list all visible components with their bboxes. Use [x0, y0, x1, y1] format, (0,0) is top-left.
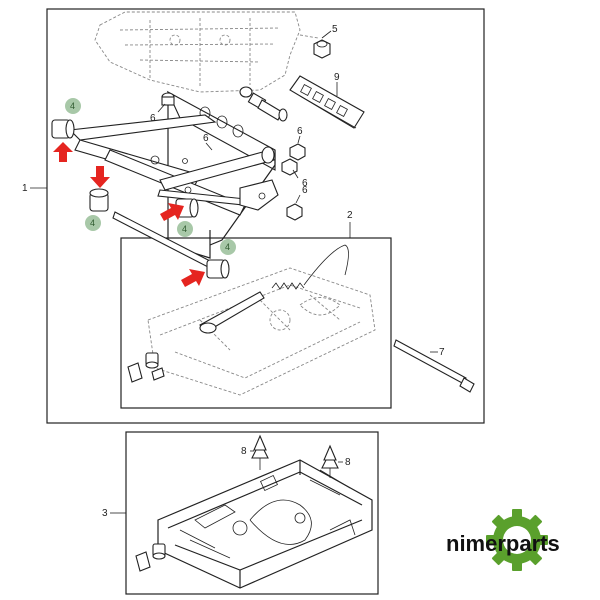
cone-bolt-part-8-b [321, 444, 339, 478]
control-strip-part-9 [289, 75, 365, 129]
callout-7: 7 [439, 347, 445, 358]
rod-part-7 [393, 339, 475, 393]
bolt-part-6-a [161, 92, 175, 106]
callout-6-e: 6 [302, 185, 308, 196]
badge-4-b: 4 [85, 215, 101, 231]
svg-text:4: 4 [182, 224, 187, 234]
callout-6-a: 6 [150, 113, 156, 124]
gear-logo-icon [486, 509, 548, 571]
small-bushing-set-lower [135, 543, 166, 572]
callout-6-b: 6 [203, 133, 209, 144]
scissor-frame-part-1 [68, 90, 279, 269]
inset-frame-part-2 [120, 237, 392, 409]
bolt-part-6-c [289, 143, 306, 161]
badge-4-c: 4 [177, 221, 193, 237]
nut-part-5 [313, 39, 331, 59]
bolt-part-6-e [286, 203, 303, 221]
brand-name: nimerparts [446, 531, 560, 556]
ghost-seat-top [94, 11, 319, 93]
svg-text:4: 4 [225, 242, 230, 252]
callout-8-a: 8 [241, 446, 247, 457]
badge-4-a: 4 [65, 98, 81, 114]
svg-text:4: 4 [70, 101, 75, 111]
callout-6-d: 6 [302, 178, 308, 189]
red-arrow-icon-right-b [181, 269, 205, 287]
lower-assembly-frame [125, 431, 379, 595]
roller-part-4-a [51, 119, 75, 139]
upper-assembly-frame [46, 8, 485, 424]
red-arrow-icon-down [90, 166, 110, 188]
roller-part-4-b [89, 188, 109, 212]
callout-6-c: 6 [297, 126, 303, 137]
callout-3: 3 [102, 508, 108, 519]
red-arrow-icon-up [53, 142, 73, 162]
callout-5: 5 [332, 24, 338, 35]
base-pan-part-3 [157, 459, 373, 589]
red-arrow-icon-right-a [160, 203, 184, 221]
cone-bolt-part-8-a [251, 434, 269, 470]
badge-4-d: 4 [220, 239, 236, 255]
svg-text:4: 4 [90, 218, 95, 228]
valve-sensor [239, 86, 288, 122]
base-pan-part-2 [147, 244, 376, 396]
callout-2: 2 [347, 210, 353, 221]
callout-9: 9 [334, 72, 340, 83]
small-bushing-set [127, 352, 165, 383]
callout-8-b: 8 [345, 457, 351, 468]
roller-part-4-d [206, 259, 230, 279]
callout-1: 1 [22, 183, 28, 194]
